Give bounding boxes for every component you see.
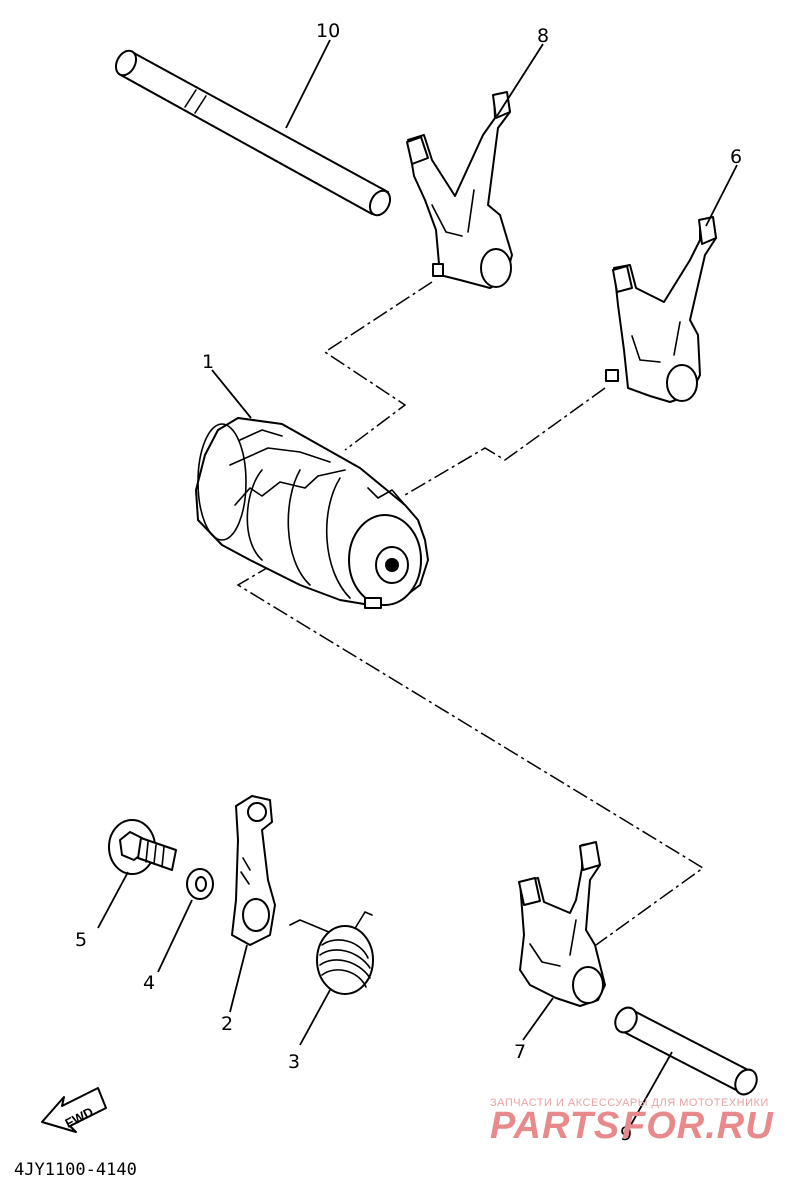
assembly-lines bbox=[236, 281, 705, 946]
callout-numbers: 10 8 6 1 5 4 2 3 7 9 bbox=[75, 20, 742, 1145]
callout-8: 8 bbox=[537, 25, 549, 47]
callout-10: 10 bbox=[316, 20, 340, 42]
shift-fork-part-6 bbox=[605, 216, 717, 403]
watermark-caption: ЗАПЧАСТИ И АКСЕССУАРЫ ДЛЯ МОТОТЕХНИКИ bbox=[490, 1097, 769, 1109]
shift-drum-part-1 bbox=[195, 417, 429, 609]
bolt-part-5 bbox=[108, 819, 177, 875]
watermark-brand-left: PARTS bbox=[490, 1105, 620, 1147]
forward-direction-arrow: FWD bbox=[41, 1087, 107, 1133]
figure-code: 4JY1100-4140 bbox=[14, 1160, 137, 1180]
watermark: ЗАПЧАСТИ И АКСЕССУАРЫ ДЛЯ МОТОТЕХНИКИ PA… bbox=[490, 1097, 774, 1147]
callout-leaders bbox=[97, 39, 738, 1131]
torsion-spring-part-3 bbox=[289, 911, 374, 995]
watermark-brand-right: FOR.RU bbox=[622, 1105, 774, 1147]
guide-bar-part-9 bbox=[614, 1006, 758, 1096]
washer-part-4 bbox=[186, 868, 214, 900]
shift-fork-part-7 bbox=[518, 841, 606, 1007]
callout-1: 1 bbox=[202, 351, 214, 373]
callout-2: 2 bbox=[221, 1013, 233, 1035]
shift-fork-part-8 bbox=[406, 91, 513, 289]
stopper-lever-part-2 bbox=[231, 795, 276, 946]
callout-7: 7 bbox=[514, 1041, 526, 1063]
callout-3: 3 bbox=[288, 1051, 300, 1073]
callout-6: 6 bbox=[730, 146, 742, 168]
callout-4: 4 bbox=[143, 972, 155, 994]
callout-9: 9 bbox=[620, 1123, 632, 1145]
guide-bar-part-10 bbox=[114, 49, 392, 217]
callout-5: 5 bbox=[75, 929, 87, 951]
